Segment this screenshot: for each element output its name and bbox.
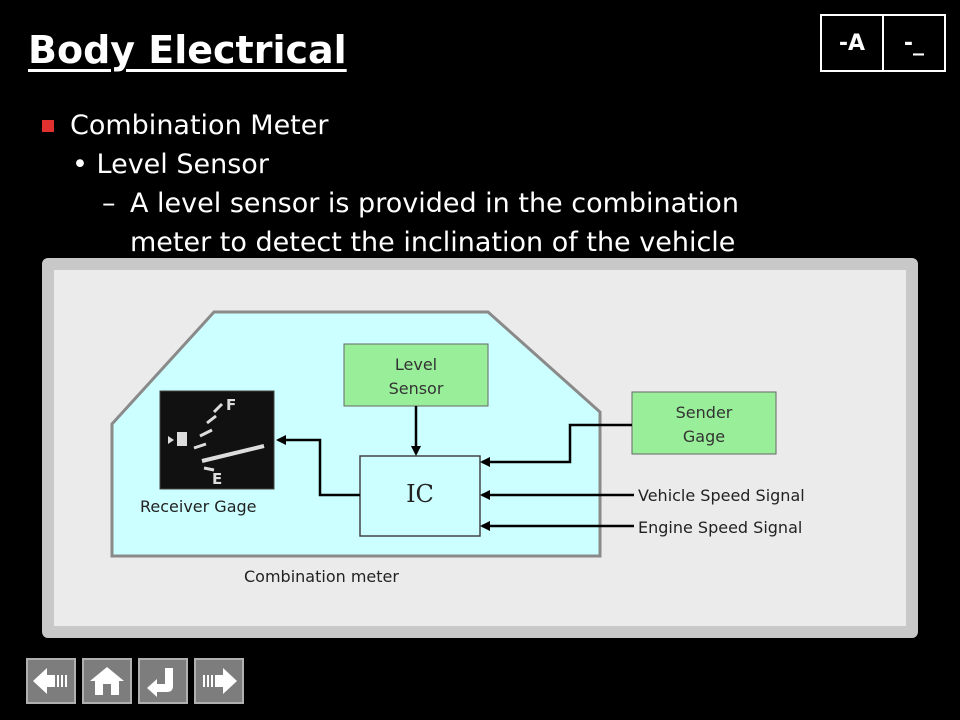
bullet-level2-text: Level Sensor [96,149,269,180]
home-icon [90,667,124,695]
return-button[interactable] [138,658,188,704]
bullet-level3: – A level sensor is provided in the comb… [40,184,892,262]
home-button[interactable] [82,658,132,704]
bullet-level2: • Level Sensor [72,149,269,180]
gauge-full-label: F [226,396,236,414]
bullet-level3-line1: A level sensor is provided in the combin… [130,188,739,219]
dash-bullet: – [102,188,116,219]
bullet-level1: Combination Meter [40,106,892,145]
bullet-list: Combination Meter • Level Sensor – A lev… [40,106,892,262]
level-sensor-label-2: Sensor [389,379,444,398]
navigation-bar [26,658,244,704]
gauge-empty-label: E [212,470,222,488]
diagram-area: F E Level Sensor IC Sender Gage Receiver… [54,270,906,626]
level-sensor-box [343,343,489,407]
arrow-sender-to-ic [480,423,632,467]
ic-box [359,455,481,537]
combination-meter-diagram: F E Level Sensor IC Sender Gage Receiver… [110,310,805,586]
bullet-level1-text: Combination Meter [70,110,329,141]
level-sensor-label-1: Level [395,355,437,374]
section-tag-right: -_ [882,16,944,70]
fuel-gauge-icon: F E [159,390,275,490]
return-icon [147,668,173,697]
combination-meter-label: Combination meter [244,567,399,586]
square-bullet-icon [42,120,54,132]
sender-gage-label-2: Gage [683,427,725,446]
prev-button[interactable] [26,658,76,704]
next-button[interactable] [194,658,244,704]
engine-speed-signal-label: Engine Speed Signal [638,518,802,537]
arrow-ic-to-receiver [276,435,360,497]
receiver-gage-label: Receiver Gage [140,497,257,516]
ic-label: IC [406,480,434,508]
page-title: Body Electrical [28,28,347,72]
next-icon [203,668,237,694]
prev-icon [33,668,67,694]
sender-gage-label-1: Sender [676,403,733,422]
bullet-level3-line2: meter to detect the inclination of the v… [130,227,736,258]
diagram-panel: F E Level Sensor IC Sender Gage Receiver… [42,258,918,638]
section-tag-left: -A [838,30,866,56]
vehicle-speed-signal-label: Vehicle Speed Signal [638,486,805,505]
section-tag: -A -_ [820,14,946,72]
sender-gage-box [631,391,777,455]
